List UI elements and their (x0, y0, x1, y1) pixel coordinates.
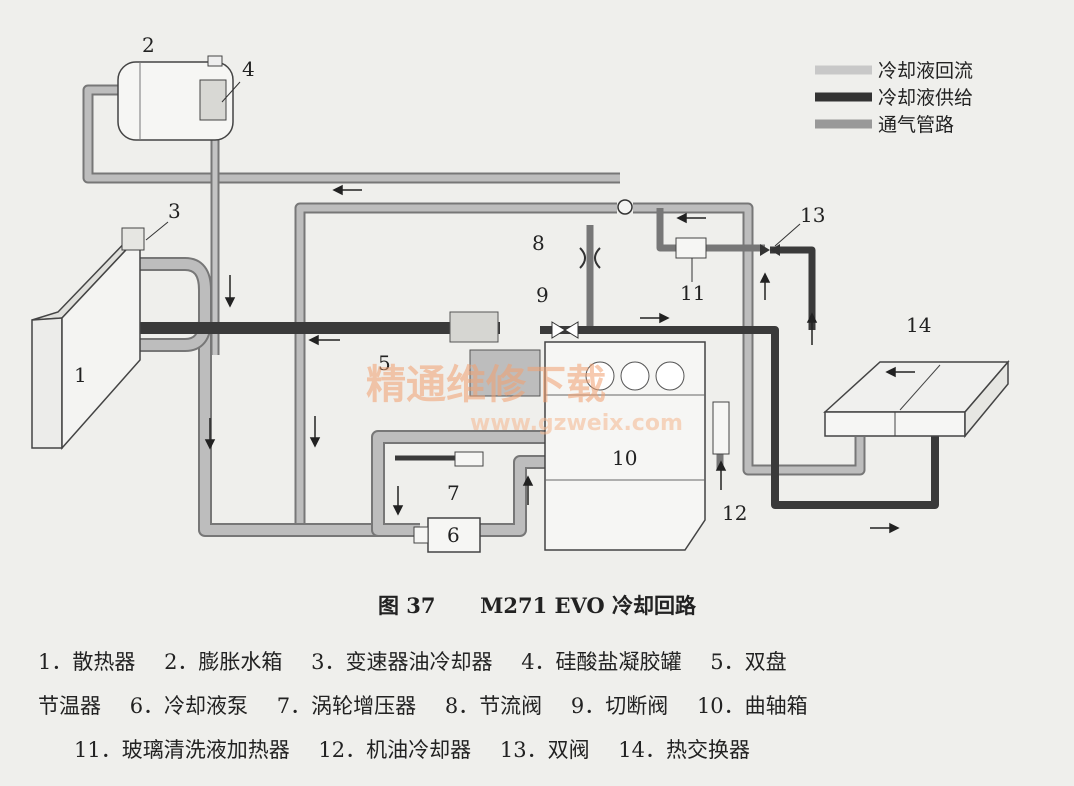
legend-item: 7．涡轮增压器 (276, 694, 417, 718)
legend-item: 14．热交换器 (618, 738, 750, 762)
legend-line-2: 节温器 6．冷却液泵 7．涡轮增压器 8．节流阀 9．切断阀 10．曲轴箱 (38, 684, 1048, 728)
legend-line-1: 1．散热器 2．膨胀水箱 3．变速器油冷却器 4．硅酸盐凝胶罐 5．双盘 (38, 640, 1048, 684)
label-11: 11 (680, 281, 705, 305)
legend-item: 5．双盘 (710, 650, 787, 674)
figure-caption: 图 37 M271 EVO 冷却回路 (0, 590, 1074, 620)
label-12: 12 (722, 501, 747, 525)
legend-item: 节温器 (38, 694, 101, 718)
radiator: 1 (31, 227, 145, 450)
legend-item: 4．硅酸盐凝胶罐 (521, 650, 682, 674)
label-1: 1 (74, 363, 87, 387)
caption-title: M271 EVO 冷却回路 (480, 593, 697, 618)
legend-supply-label: 冷却液供给 (878, 87, 973, 109)
watermark-cn: 精通维修下载 (366, 362, 606, 408)
label-4: 4 (242, 57, 255, 81)
label-13: 13 (800, 203, 825, 227)
legend-item: 12．机油冷却器 (318, 738, 472, 762)
label-9: 9 (536, 283, 549, 307)
legend-item: 9．切断阀 (570, 694, 669, 718)
legend-item: 10．曲轴箱 (696, 694, 808, 718)
label-6: 6 (447, 523, 460, 547)
label-5: 5 (378, 351, 391, 375)
label-10: 10 (612, 446, 637, 470)
legend-item: 2．膨胀水箱 (164, 650, 283, 674)
legend-item: 8．节流阀 (444, 694, 543, 718)
label-3: 3 (168, 199, 181, 223)
label-7: 7 (447, 481, 460, 505)
legend-vent-label: 通气管路 (878, 114, 954, 136)
washer-heater: 11 (675, 237, 707, 305)
oil-cooler: 12 (712, 401, 747, 525)
legend: 冷却液回流 冷却液供给 通气管路 (815, 60, 973, 136)
legend-item: 3．变速器油冷却器 (311, 650, 493, 674)
shutoff-valve: 9 (536, 283, 579, 339)
label-14: 14 (906, 313, 931, 337)
watermark: 精通维修下载 www.gzweix.com (366, 362, 683, 436)
turbocharger: 7 (447, 451, 484, 505)
legend-line-3: 11．玻璃清洗液加热器 12．机油冷却器 13．双阀 14．热交换器 (38, 728, 1048, 772)
thermostat: 5 (378, 311, 541, 397)
label-2: 2 (142, 33, 155, 57)
parts-legend: 1．散热器 2．膨胀水箱 3．变速器油冷却器 4．硅酸盐凝胶罐 5．双盘 节温器… (38, 640, 1048, 772)
legend-item: 13．双阀 (499, 738, 590, 762)
legend-return-label: 冷却液回流 (878, 60, 973, 82)
crankcase: 10 (544, 341, 706, 551)
legend-item: 6．冷却液泵 (129, 694, 249, 718)
throttle-valve: 8 (532, 199, 633, 269)
heat-exchanger: 14 (823, 313, 1010, 439)
expansion-tank: 2 4 (117, 33, 255, 141)
legend-item: 11．玻璃清洗液加热器 (74, 738, 290, 762)
watermark-url: www.gzweix.com (470, 411, 683, 436)
double-valve: 13 (760, 203, 825, 256)
caption-fig-number: 图 37 (377, 593, 436, 618)
label-8: 8 (532, 231, 545, 255)
legend-item: 1．散热器 (38, 650, 136, 674)
flow-arrows (204, 184, 915, 534)
coolant-circuit-diagram: 冷却液回流 冷却液供给 通气管路 (31, 33, 1010, 553)
coolant-pump: 6 (413, 517, 481, 553)
